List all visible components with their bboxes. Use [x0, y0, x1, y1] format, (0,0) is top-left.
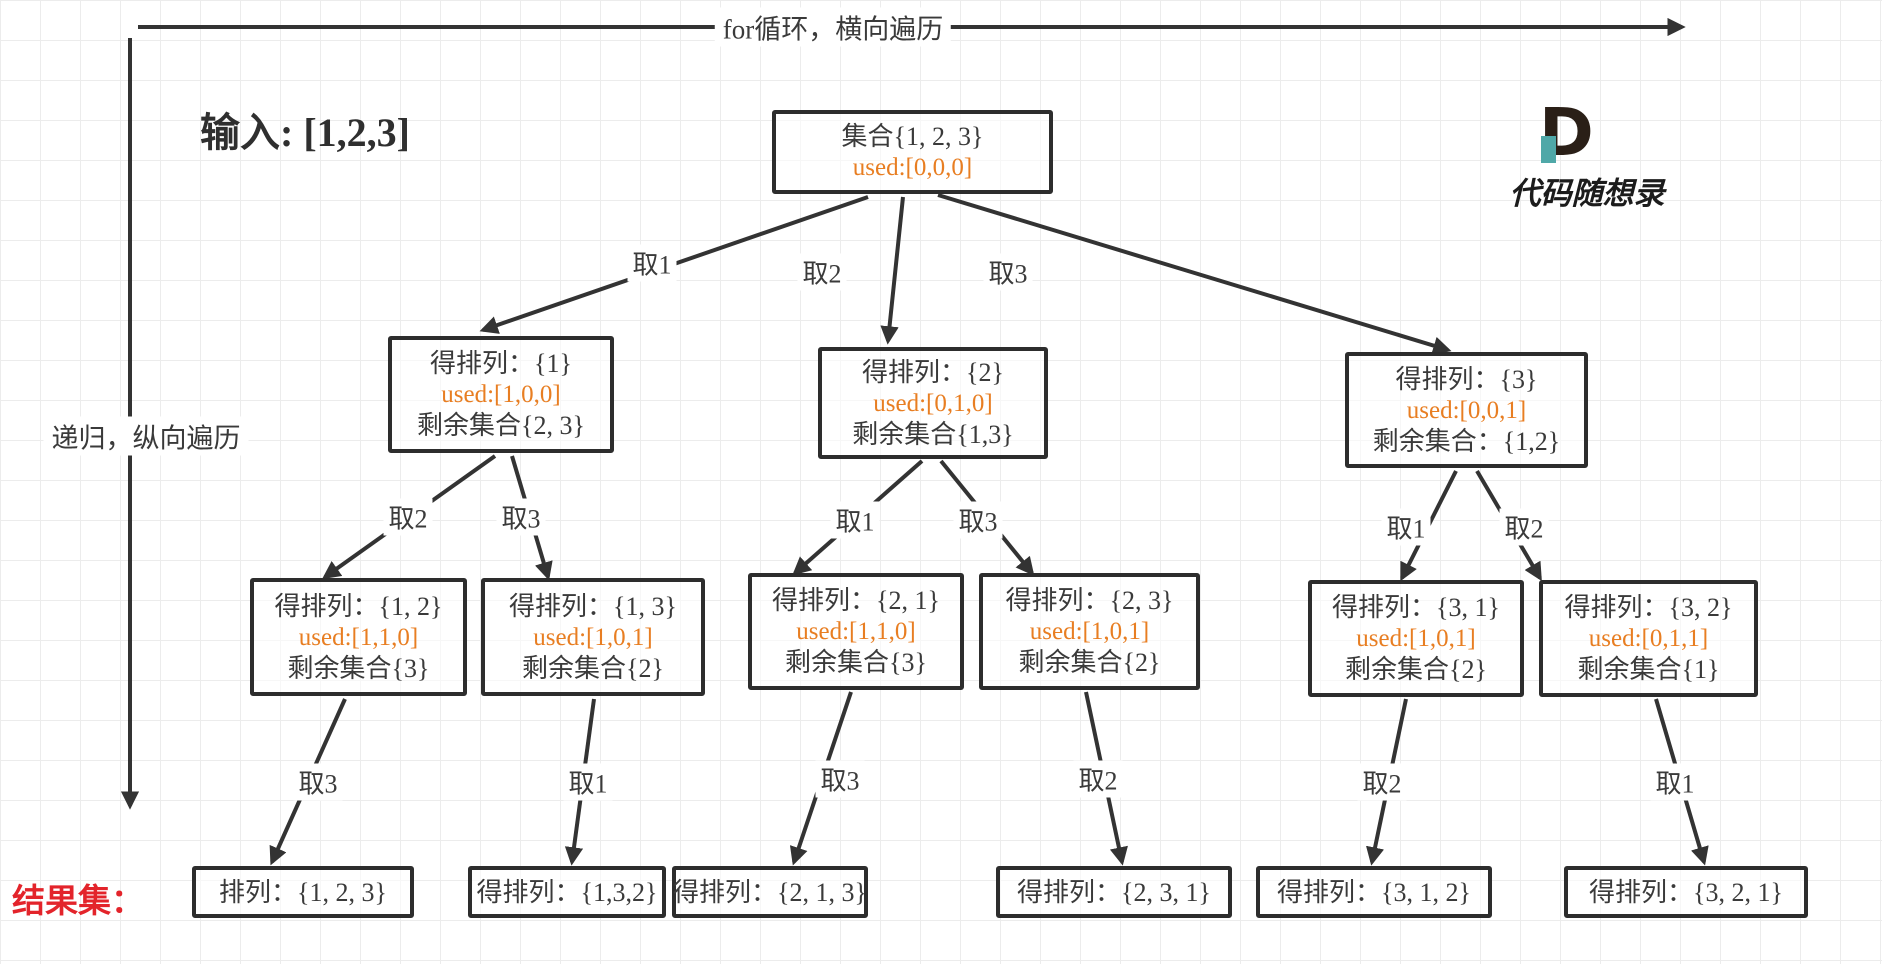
perm-text: 得排列：{1}: [430, 349, 572, 378]
perm-text: 得排列：{3}: [1395, 364, 1538, 394]
tree-node-perm-13: 得排列：{1, 3} used:[1,0,1] 剩余集合{2}: [481, 578, 705, 696]
tree-node-perm-2: 得排列：{2} used:[0,1,0] 剩余集合{1,3}: [818, 347, 1048, 459]
remain-text: 剩余集合{2}: [1018, 648, 1161, 677]
result-node-231: 得排列：{2, 3, 1}: [996, 866, 1232, 918]
tree-node-perm-12: 得排列：{1, 2} used:[1,1,0] 剩余集合{3}: [250, 578, 467, 696]
result-node-312: 得排列：{3, 1, 2}: [1256, 866, 1492, 918]
perm-text: 得排列：{1, 2}: [274, 591, 443, 621]
branch-label: 取3: [293, 763, 343, 801]
logo-teal-block-icon: [1541, 136, 1556, 163]
branch-label-take3: 取3: [983, 253, 1033, 291]
branch-label: 取1: [1650, 763, 1700, 801]
edge-root-take2: [880, 196, 905, 345]
branch-label: 取1: [563, 763, 613, 801]
perm-text: 得排列：{3, 1}: [1332, 593, 1500, 622]
result-text: 得排列：{2, 1, 3}: [673, 877, 867, 907]
perm-text: 得排列：{1, 3}: [509, 591, 677, 621]
remain-text: 剩余集合{2, 3}: [417, 411, 585, 440]
logo-brand-text: 代码随想录: [1509, 176, 1665, 211]
branch-label: 取1: [830, 501, 880, 539]
perm-text: 得排列：{2, 1}: [772, 586, 940, 615]
used-text: used:[1,1,0]: [796, 618, 916, 645]
tree-node-root: 集合{1, 2, 3} used:[0,0,0]: [772, 110, 1053, 194]
branch-label: 取3: [496, 498, 546, 536]
remain-text: 剩余集合{1}: [1577, 655, 1720, 684]
used-text: used:[1,1,0]: [298, 623, 419, 651]
remain-text: 剩余集合{3}: [287, 653, 430, 683]
perm-text: 得排列：{2, 3}: [1005, 586, 1174, 615]
result-node-321: 得排列：{3, 2, 1}: [1564, 866, 1808, 918]
branch-label: 取3: [953, 501, 1003, 539]
logo: D 代码随想录: [1477, 98, 1697, 212]
result-node-123: 排列：{1, 2, 3}: [192, 866, 414, 918]
remain-text: 剩余集合{1,3}: [852, 419, 1014, 449]
result-text: 得排列：{3, 2, 1}: [1589, 877, 1783, 907]
edge-root-take3: [937, 193, 1452, 355]
branch-label: 取2: [1073, 760, 1123, 798]
used-text: used:[1,0,1]: [1356, 625, 1476, 652]
result-text: 得排列：{2, 3, 1}: [1017, 877, 1211, 907]
remain-text: 剩余集合{2}: [522, 653, 664, 683]
result-text: 得排列：{3, 1, 2}: [1277, 877, 1471, 907]
used-text: used:[1,0,1]: [1029, 618, 1150, 645]
tree-node-perm-31: 得排列：{3, 1} used:[1,0,1] 剩余集合{2}: [1308, 580, 1524, 697]
result-text: 排列：{1, 2, 3}: [219, 877, 387, 907]
remain-text: 剩余集合{2}: [1345, 655, 1487, 684]
branch-label: 取3: [815, 760, 865, 798]
branch-label: 取2: [1499, 508, 1549, 546]
tree-node-perm-23: 得排列：{2, 3} used:[1,0,1] 剩余集合{2}: [979, 573, 1200, 690]
used-text: used:[0,1,1]: [1588, 625, 1709, 652]
used-text: used:[0,0,1]: [1406, 396, 1527, 424]
tree-node-perm-1: 得排列：{1} used:[1,0,0] 剩余集合{2, 3}: [388, 336, 614, 453]
branch-label: 取2: [383, 498, 433, 536]
for-loop-axis-label: for循环，横向遍历: [714, 7, 952, 47]
branch-label: 取1: [1381, 508, 1431, 546]
root-set-text: 集合{1, 2, 3}: [841, 122, 984, 151]
recursion-axis-label: 递归，纵向遍历: [43, 416, 249, 456]
used-text: used:[0,1,0]: [873, 389, 993, 417]
remain-text: 剩余集合：{1,2}: [1372, 426, 1561, 456]
result-node-132: 得排列：{1,3,2}: [468, 866, 666, 918]
perm-text: 得排列：{3, 2}: [1564, 593, 1733, 622]
result-set-label: 结果集：: [12, 884, 144, 920]
tree-node-perm-3: 得排列：{3} used:[0,0,1] 剩余集合：{1,2}: [1345, 352, 1588, 468]
root-used-text: used:[0,0,0]: [852, 154, 973, 181]
remain-text: 剩余集合{3}: [785, 648, 927, 677]
branch-label: 取2: [1357, 763, 1407, 801]
perm-text: 得排列：{2}: [862, 357, 1004, 387]
input-label: 输入: [1,2,3]: [200, 110, 410, 155]
result-node-213: 得排列：{2, 1, 3}: [672, 866, 868, 918]
tree-node-perm-32: 得排列：{3, 2} used:[0,1,1] 剩余集合{1}: [1539, 580, 1758, 697]
tree-node-perm-21: 得排列：{2, 1} used:[1,1,0] 剩余集合{3}: [748, 573, 964, 690]
result-text: 得排列：{1,3,2}: [476, 877, 658, 907]
used-text: used:[1,0,0]: [441, 381, 561, 408]
branch-label-take2: 取2: [797, 253, 847, 291]
used-text: used:[1,0,1]: [533, 623, 653, 651]
branch-label-take1: 取1: [627, 244, 677, 282]
